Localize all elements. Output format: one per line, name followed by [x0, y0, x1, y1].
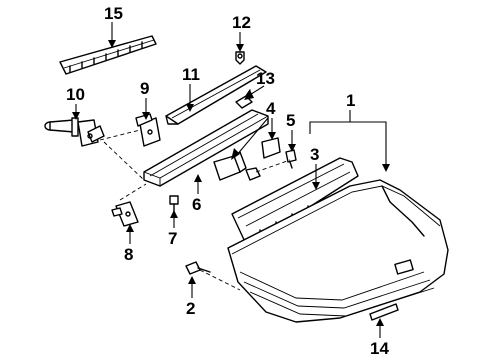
callout-6: 6 [192, 195, 201, 214]
leader-lines [72, 22, 390, 338]
part-9-bracket [135, 113, 161, 147]
callout-5: 5 [286, 111, 295, 130]
callout-1: 1 [346, 91, 355, 110]
callout-2: 2 [186, 299, 195, 318]
part-15-trim-strip [59, 35, 157, 75]
part-6-reinforcement-bar [143, 109, 269, 187]
callout-13: 13 [256, 69, 275, 88]
part-12-clip [235, 51, 245, 65]
callout-4: 4 [266, 99, 276, 118]
callout-7: 7 [168, 229, 177, 248]
part-14-molding [369, 303, 399, 321]
part-2-bolt [185, 261, 211, 275]
part-10-impact-absorber [44, 117, 105, 147]
callout-15: 15 [104, 4, 123, 23]
callout-14: 14 [370, 339, 389, 358]
callout-12: 12 [232, 13, 251, 32]
callout-8: 8 [124, 245, 133, 264]
alignment-lines [99, 129, 291, 291]
part-5-clip [285, 149, 297, 169]
callout-11: 11 [182, 65, 200, 84]
callout-labels: 15 12 11 13 10 9 1 4 5 3 6 7 8 2 14 [66, 4, 389, 358]
callout-9: 9 [140, 79, 149, 98]
part-7-bolt [169, 195, 179, 213]
callout-10: 10 [66, 85, 85, 104]
callout-3: 3 [310, 145, 319, 164]
part-8-bracket [111, 201, 139, 227]
part-1-bumper-fascia [227, 179, 449, 323]
